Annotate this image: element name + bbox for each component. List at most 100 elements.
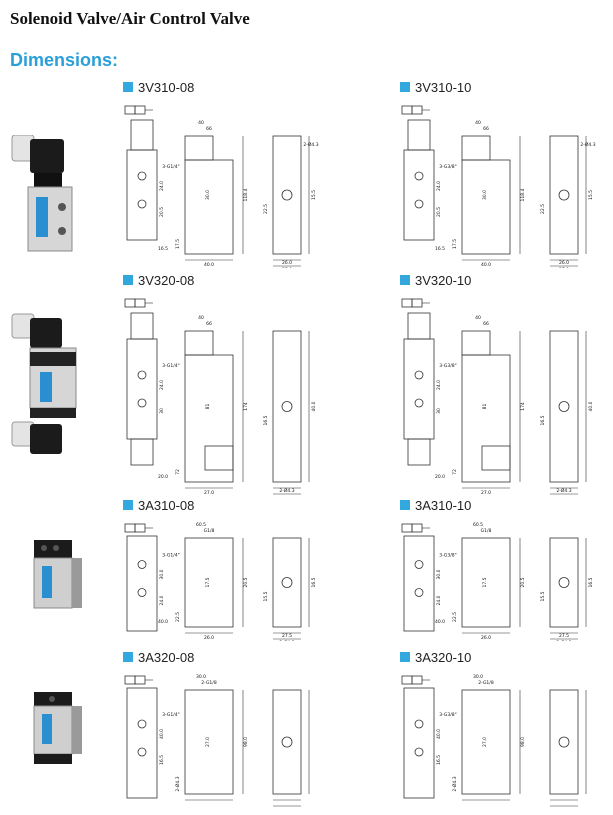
port-circle <box>414 398 424 408</box>
body-outline <box>549 689 579 795</box>
dimension-label: 98.0 <box>243 737 249 747</box>
port-circle <box>558 189 570 201</box>
dimension-label: 17.5 <box>482 577 488 587</box>
dimension-label: 15.5 <box>588 190 594 200</box>
port-circle <box>281 401 293 412</box>
body-outline <box>184 689 234 795</box>
dimension-label: 2-Ø4.3 <box>174 776 181 791</box>
photo-3v320 <box>11 313 77 454</box>
port-circle <box>137 747 147 757</box>
dimension-label: 30 <box>436 408 442 414</box>
port-circle <box>281 577 293 588</box>
dimension-label: 27.0 <box>205 737 211 747</box>
dimension-label: 2-G1/8 <box>201 680 217 686</box>
port-circle <box>558 401 570 412</box>
body-outline <box>184 159 234 255</box>
valve-symbol-box <box>401 523 413 533</box>
dimension-label: 24.0 <box>436 181 442 191</box>
dimension-drawing: 3-G1/4"66401743024.0817216.540.020.027.0… <box>124 298 317 496</box>
coil-outline <box>130 119 154 151</box>
dimension-label: 40.0 <box>481 262 491 268</box>
dimension-label: 16.5 <box>540 415 546 425</box>
body-outline <box>184 537 234 628</box>
dimension-label: 72 <box>175 469 181 475</box>
dimension-label: 20.0 <box>158 474 168 480</box>
body-outline <box>403 535 435 632</box>
model-bullet <box>400 500 410 510</box>
dimension-label: 2-Ø4.3 <box>580 141 595 148</box>
body-outline <box>126 535 158 632</box>
valve-symbol-box <box>134 523 146 533</box>
port-circle <box>414 370 424 380</box>
port-circle <box>414 199 424 209</box>
dimension-label: 27.0 <box>282 267 292 268</box>
photo-3a310 <box>33 540 82 609</box>
model-bullet <box>400 652 410 662</box>
valve-symbol-box <box>134 675 146 685</box>
port-circle <box>137 719 147 729</box>
port-circle <box>281 736 293 748</box>
valve-symbol-box <box>411 675 423 685</box>
model-bullet <box>400 82 410 92</box>
dimension-drawing: 3-G1/4"6640118.420.524.030.017.522.515.5… <box>124 105 319 268</box>
port-circle <box>414 719 424 729</box>
body-outline <box>549 330 579 483</box>
model-name: 3A320-08 <box>138 649 195 665</box>
valve-symbol-box <box>411 523 423 533</box>
dimension-label: 2-G1/8 <box>478 680 494 686</box>
coil-outline <box>184 330 214 356</box>
model-name: 3V320-10 <box>415 272 472 288</box>
port-label: 3-G3/8" <box>439 164 456 170</box>
model-name: 3A310-10 <box>415 497 472 513</box>
dimension-label: 26.0 <box>481 635 491 641</box>
body-outline <box>549 135 579 255</box>
dimension-label: 17.5 <box>205 577 211 587</box>
dimension-label: G1/8 <box>481 528 492 534</box>
port-circle <box>414 171 424 181</box>
dimension-label: 40.0 <box>436 729 442 739</box>
port-circle <box>137 398 147 408</box>
body-outline <box>403 338 435 440</box>
dimension-label: 26.0 <box>559 260 569 266</box>
dimension-label: 2-Ø4.3 <box>556 487 571 494</box>
port-circle <box>281 189 293 201</box>
dimension-label: 20.5 <box>436 207 442 217</box>
dimension-label: 27.0 <box>482 737 488 747</box>
dimension-label: 40 <box>198 315 204 321</box>
dimension-label: 40.0 <box>588 401 594 411</box>
document-title: Solenoid Valve/Air Control Valve <box>10 9 250 28</box>
dimension-label: 26.0 <box>204 635 214 641</box>
dimension-label: 2-Ø4.3 <box>279 487 294 494</box>
dimension-label: 40.0 <box>204 262 214 268</box>
body-outline <box>272 330 302 483</box>
dimension-label: 72 <box>452 469 458 475</box>
dimension-label: 22.5 <box>175 612 181 622</box>
model-name: 3V310-10 <box>415 79 472 95</box>
dimension-label: 30.0 <box>205 190 211 200</box>
body-outline <box>272 689 302 795</box>
valve-symbol-box <box>124 298 136 308</box>
port-circle <box>558 577 570 588</box>
dimension-label: 16.5 <box>588 577 594 587</box>
dimension-label: 118.4 <box>520 188 526 201</box>
port-circle <box>558 736 570 748</box>
coil-outline <box>184 135 214 161</box>
dimension-label: 26.0 <box>282 260 292 266</box>
dimension-label: 20.5 <box>243 577 249 587</box>
coil-outline <box>130 438 154 466</box>
photo-3a320 <box>33 692 82 764</box>
body-outline <box>461 689 511 795</box>
body-outline <box>126 149 158 241</box>
dimension-label: 16.5 <box>263 415 269 425</box>
dimension-label: 16.5 <box>311 577 317 587</box>
dimension-label: 27.5 <box>282 633 292 639</box>
dimension-label: 20.5 <box>520 577 526 587</box>
body-outline <box>461 537 511 628</box>
dimension-label: 174 <box>243 402 249 411</box>
dimension-label: 20.5 <box>159 207 165 217</box>
